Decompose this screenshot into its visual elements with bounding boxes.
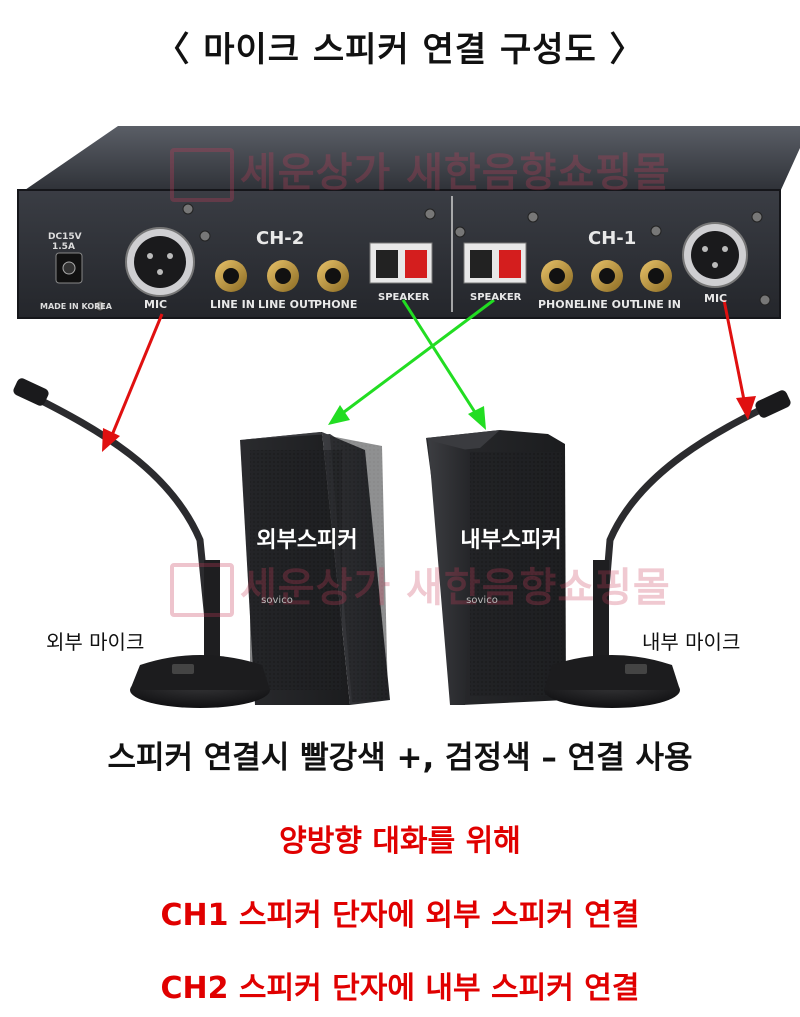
ch2-label: CH-2 [256, 228, 305, 249]
ch2-mic-xlr [125, 227, 195, 297]
ch1-phone-label: PHONE [538, 298, 582, 311]
ch1-line-out-label: LINE OUT [580, 298, 638, 311]
watermark-middle: 세운상가 새한음향쇼핑몰 [170, 555, 671, 617]
page-title: 〈 마이크 스피커 연결 구성도 〉 [155, 30, 645, 70]
watermark-logo-icon [170, 148, 234, 202]
device-top [22, 126, 800, 192]
ch1-label: CH-1 [588, 228, 637, 249]
ch2-jacks [215, 260, 349, 292]
watermark-top: 세운상가 새한음향쇼핑몰 [170, 140, 671, 202]
green-arrow-ch2-to-inner [401, 299, 486, 430]
ch1-mic-label: MIC [704, 292, 728, 305]
purpose-note: 양방향 대화를 위해 [279, 824, 521, 859]
ch1-speaker-terminal [463, 242, 527, 284]
inner-microphone [544, 390, 791, 708]
watermark-logo-icon [170, 563, 234, 617]
inner-speaker-label: 내부스피커 [460, 528, 562, 553]
outer-microphone [13, 378, 270, 708]
outer-speaker [240, 432, 390, 705]
ch1-mic-xlr [682, 222, 748, 288]
ch2-connection-note: CH2 스피커 단자에 내부 스피커 연결 [160, 971, 640, 1006]
red-arrow-ch2-mic [102, 313, 164, 452]
inner-mic-label: 내부 마이크 [642, 630, 741, 654]
ch2-phone-label: PHONE [314, 298, 358, 311]
ch1-jacks [541, 260, 672, 292]
red-arrow-ch1-mic [722, 299, 756, 420]
outer-speaker-label: 외부스피커 [256, 528, 358, 553]
outer-mic-label: 외부 마이크 [46, 630, 145, 654]
ch2-line-out-label: LINE OUT [258, 298, 316, 311]
green-arrow-ch1-to-outer [328, 298, 495, 425]
power-label: DC15V [48, 232, 82, 242]
connection-diagram [13, 126, 800, 708]
ch2-speaker-label: SPEAKER [378, 292, 430, 303]
outer-speaker-brand: sovico [261, 595, 293, 606]
inner-speaker [426, 430, 566, 705]
made-in-label: MADE IN KOREA [40, 302, 112, 311]
polarity-note: 스피커 연결시 빨강색 +, 검정색 – 연결 사용 [107, 740, 693, 776]
ch2-mic-label: MIC [144, 298, 168, 311]
ch1-speaker-label: SPEAKER [470, 292, 522, 303]
ch1-line-in-label: LINE IN [636, 298, 681, 311]
ch2-speaker-terminal [369, 242, 433, 284]
power-current: 1.5A [52, 242, 75, 252]
ch1-connection-note: CH1 스피커 단자에 외부 스피커 연결 [160, 898, 640, 933]
inner-speaker-brand: sovico [466, 595, 498, 606]
ch2-line-in-label: LINE IN [210, 298, 255, 311]
